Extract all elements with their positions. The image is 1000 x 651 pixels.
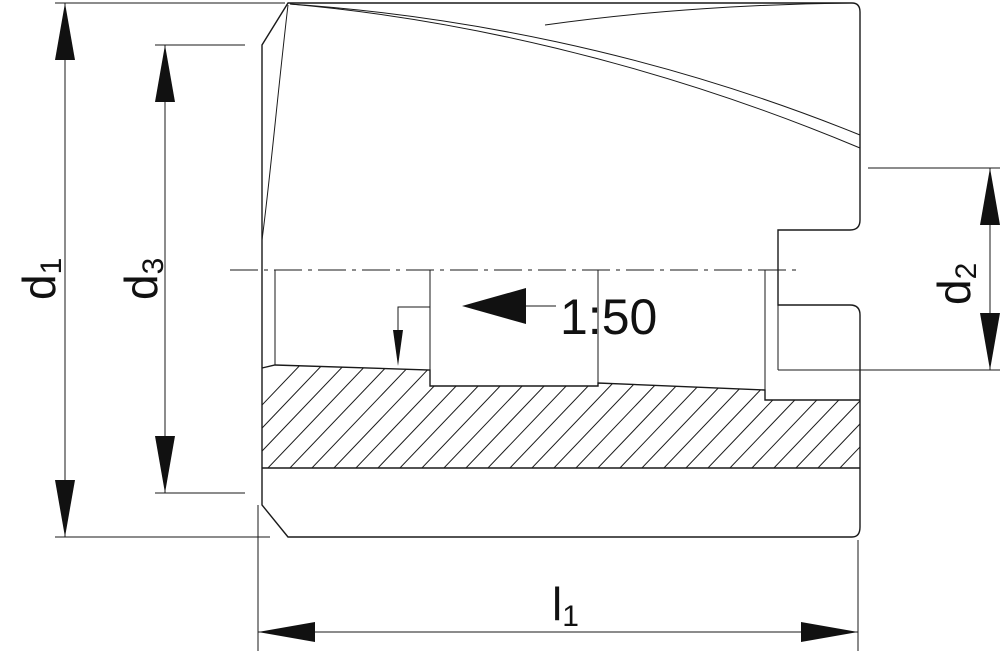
- hatch-line: [661, 365, 768, 468]
- hatch-line: [441, 365, 548, 468]
- section-outline: [261, 364, 860, 401]
- hatch-line: [331, 365, 438, 468]
- hatch-line: [353, 365, 460, 468]
- body-outline: [261, 2, 861, 538]
- hatch-line: [948, 360, 1000, 470]
- hatch-line: [265, 365, 372, 468]
- hatch-line: [815, 365, 860, 468]
- hatch-line: [904, 360, 1000, 470]
- hatch-line: [617, 365, 724, 468]
- hatch-line: [262, 365, 306, 468]
- hatch-line: [309, 365, 416, 468]
- hatch-line: [683, 365, 790, 468]
- taper-label: 1:50: [560, 289, 657, 345]
- taper-annotation: 1:50: [393, 288, 657, 366]
- hatch-line: [837, 365, 860, 468]
- hatch-line: [573, 365, 680, 468]
- hatch-line: [926, 360, 1000, 470]
- dimension-d2: d2: [778, 167, 1000, 371]
- dimension-d3: d3: [115, 44, 245, 494]
- hatch-line: [727, 365, 834, 468]
- hatch-line: [375, 365, 482, 468]
- hatch-line: [551, 365, 658, 468]
- svg-text:d3: d3: [115, 258, 170, 300]
- hatch-line: [771, 365, 860, 468]
- hatch-line: [262, 365, 328, 468]
- dimension-d1: d1: [13, 2, 285, 538]
- svg-text:d2: d2: [928, 263, 983, 305]
- helix-line: [261, 4, 289, 241]
- helix-line: [289, 3, 861, 149]
- hatch-line: [749, 365, 856, 468]
- hatch-line: [287, 365, 394, 468]
- hatch-line: [507, 365, 614, 468]
- hatch-line: [485, 365, 592, 468]
- helix-line: [289, 3, 861, 136]
- hatch-line: [262, 365, 350, 468]
- hatch-line: [639, 365, 746, 468]
- hatch-line: [419, 365, 526, 468]
- hatch-line: [882, 360, 987, 470]
- hatch-line: [463, 365, 570, 468]
- svg-text:l1: l1: [552, 578, 579, 633]
- section-hatch: [262, 360, 1000, 470]
- hatch-line: [793, 365, 860, 468]
- hatch-line: [859, 365, 860, 468]
- helix-line: [544, 2, 851, 26]
- hatch-line: [397, 365, 504, 468]
- hatch-line: [705, 365, 812, 468]
- dimension-l1: l1: [257, 505, 859, 651]
- hatch-line: [529, 365, 636, 468]
- hatch-line: [595, 365, 702, 468]
- svg-text:d1: d1: [13, 258, 68, 300]
